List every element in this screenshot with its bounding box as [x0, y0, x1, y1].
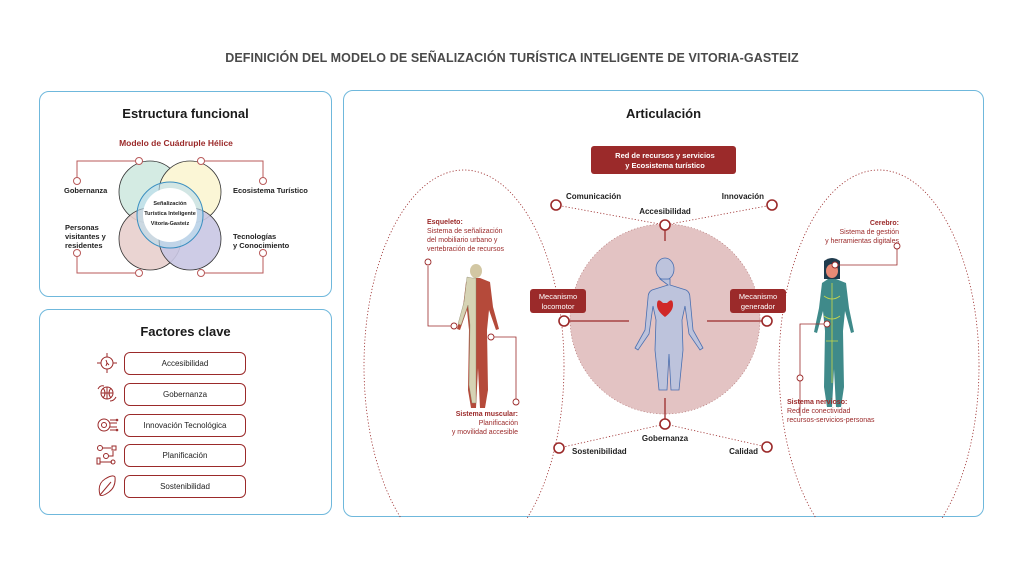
structure-panel: Estructura funcional Modelo de Cuádruple…	[39, 91, 332, 297]
brain-line-1: Sistema de gestión	[839, 229, 899, 236]
articulation-panel: Articulación Red de recursos y servicios…	[343, 90, 984, 518]
resources-network-text-2: y Ecosistema turístico	[625, 161, 705, 170]
nervous-system-figure	[814, 258, 854, 407]
locomotor-text-1: Mecanismo	[539, 292, 577, 301]
center-text-1: Señalización	[153, 201, 187, 207]
leaf-icon	[98, 475, 116, 497]
locomotor-text-2: locomotor	[542, 302, 575, 311]
node-accessibility	[659, 219, 671, 231]
generator-text-2: generador	[741, 302, 776, 311]
gear-circuit-icon	[97, 418, 119, 432]
node-innovation	[766, 199, 778, 211]
skeleton-line-2: del mobiliario urbano y	[427, 237, 498, 244]
node-quality	[761, 441, 773, 453]
factor-governance: Gobernanza	[124, 383, 246, 406]
quadrant-tech-1: Tecnologías	[233, 232, 276, 241]
node-locomotor	[558, 315, 570, 327]
quadrant-people-2: visitantes y	[65, 232, 107, 241]
page-title: DEFINICIÓN DEL MODELO DE SEÑALIZACIÓN TU…	[225, 51, 799, 65]
quadruple-helix-diagram: Modelo de Cuádruple Hélice Señalización …	[64, 138, 308, 277]
generator-text-1: Mecanismo	[739, 292, 777, 301]
nervous-line-2: recursos-servicios-personas	[787, 417, 875, 424]
factors-title: Factores clave	[140, 324, 231, 339]
brain-line-2: y herramientas digitales	[825, 238, 899, 245]
skeleton-line-1: Sistema de señalización	[427, 228, 503, 235]
skeleton-line-3: vertebración de recursos	[427, 246, 505, 253]
node-governance	[659, 418, 671, 430]
factor-planning: Planificación	[124, 444, 246, 467]
node-sustainability	[553, 442, 565, 454]
human-body-figure	[634, 257, 704, 391]
structure-title: Estructura funcional	[122, 106, 249, 121]
center-disc	[143, 188, 197, 242]
node-communication	[550, 199, 562, 211]
quadrant-governance: Gobernanza	[64, 186, 108, 195]
nervous-line-1: Red de conectividad	[787, 408, 851, 415]
label-communication: Comunicación	[566, 192, 621, 201]
label-sustainability: Sostenibilidad	[572, 447, 627, 456]
muscular-line-1: Planificación	[479, 420, 518, 427]
factors-panel: Factores clave Accesibilidad Gobernanza …	[39, 309, 332, 515]
resources-network-text-1: Red de recursos y servicios	[615, 151, 715, 160]
quadrant-tech-2: y Conocimiento	[233, 241, 290, 250]
quadrant-ecosystem: Ecosistema Turístico	[233, 186, 308, 195]
factor-innovation: Innovación Tecnológica	[124, 414, 246, 437]
label-innovation: Innovación	[722, 192, 764, 201]
node-generator	[761, 315, 773, 327]
left-dotted-ellipse	[363, 169, 565, 518]
articulation-diagram: Red de recursos y servicios y Ecosistema…	[363, 146, 980, 518]
nervous-heading: Sistema nervioso:	[787, 399, 847, 406]
generator-mechanism-box	[730, 289, 786, 313]
muscular-heading: Sistema muscular:	[456, 411, 518, 418]
accessibility-compass-icon	[97, 353, 117, 373]
factor-sustainability: Sostenibilidad	[124, 475, 246, 498]
center-text-3: Vitoria-Gasteiz	[151, 221, 190, 227]
label-quality: Calidad	[729, 447, 758, 456]
brain-heading: Cerebro:	[870, 220, 899, 227]
center-text-2: Turística Inteligente	[144, 211, 196, 217]
muscular-line-2: y movilidad accesible	[452, 429, 518, 436]
quadrant-people-3: residentes	[65, 241, 103, 250]
globe-hands-icon	[97, 385, 117, 402]
resources-network-box	[591, 146, 736, 174]
locomotor-mechanism-box	[530, 289, 586, 313]
factor-accessibility: Accesibilidad	[124, 352, 246, 375]
label-governance: Gobernanza	[642, 434, 689, 443]
label-accessibility: Accesibilidad	[639, 207, 691, 216]
quadrant-people-1: Personas	[65, 223, 99, 232]
planning-flow-icon	[96, 445, 117, 465]
skeleton-heading: Esqueleto:	[427, 219, 463, 226]
helix-subtitle: Modelo de Cuádruple Hélice	[119, 138, 233, 148]
articulation-title: Articulación	[625, 106, 702, 121]
skeleton-muscle-figure	[457, 264, 499, 408]
heart-icon	[657, 300, 673, 317]
right-dotted-ellipse	[778, 169, 980, 518]
